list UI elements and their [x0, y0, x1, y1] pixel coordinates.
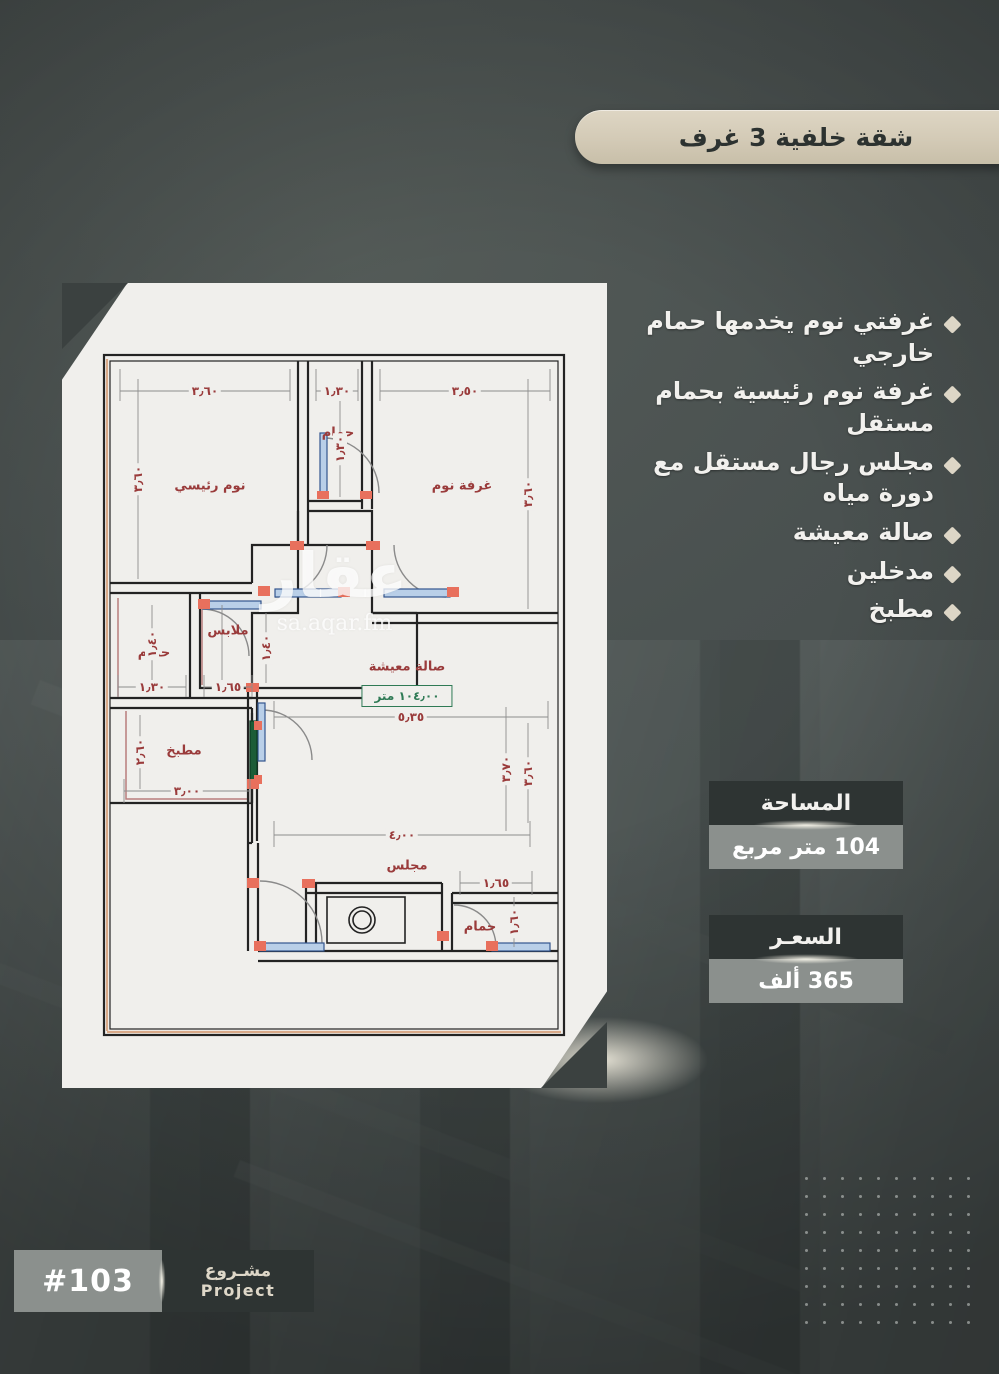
- dimension-label: ١٫٣٠: [320, 384, 354, 398]
- project-number: #103: [14, 1250, 167, 1312]
- living-area-tag: ١٠٤٫٠٠ متر: [361, 685, 453, 707]
- area-info-box: المساحة 104 متر مربع: [709, 781, 903, 869]
- feature-label: مطبخ: [868, 595, 934, 624]
- price-value: 365 ألف: [709, 959, 903, 1003]
- room-label-master-bedroom: نوم رئيسي: [174, 478, 246, 494]
- floor-plan-card[interactable]: عقار sa.aqar.fm نوم رئيسي حمام غرفة نوم …: [62, 283, 607, 1088]
- dimension-label: ١٫٣٠: [333, 432, 347, 466]
- bullet-diamond-icon: [943, 565, 962, 584]
- project-badge: #103 مشـروع Project: [14, 1250, 314, 1312]
- bullet-diamond-icon: [943, 456, 962, 475]
- list-item: صالة معيشة: [641, 517, 962, 549]
- list-item: مطبخ: [641, 594, 962, 626]
- feature-label: مدخلين: [846, 556, 934, 585]
- feature-label: غرفة نوم رئيسية بحمام مستقل: [655, 377, 934, 438]
- dimension-label: ١٫٤٠: [259, 631, 273, 665]
- bullet-diamond-icon: [943, 315, 962, 334]
- room-label-kitchen: مطبخ: [166, 743, 202, 759]
- bullet-diamond-icon: [943, 526, 962, 545]
- area-value: 104 متر مربع: [709, 825, 903, 869]
- dimension-label: ١٫٤٠: [145, 627, 159, 661]
- price-info-box: السعـر 365 ألف: [709, 915, 903, 1003]
- page-title: شقة خلفية 3 غرف: [575, 110, 999, 164]
- list-item: مجلس رجال مستقل مع دورة مياه: [641, 447, 962, 510]
- price-label: السعـر: [709, 915, 903, 959]
- list-item: غرفتي نوم يخدمها حمام خارجي: [641, 306, 962, 369]
- bullet-diamond-icon: [943, 603, 962, 623]
- room-label-bedroom: غرفة نوم: [431, 478, 493, 494]
- dimension-label: ١٫٦٥: [211, 680, 245, 694]
- feature-label: مجلس رجال مستقل مع دورة مياه: [653, 447, 934, 508]
- dimension-label: ٢٫٦٠: [133, 735, 147, 769]
- feature-label: صالة معيشة: [792, 518, 934, 547]
- feature-label: غرفتي نوم يخدمها حمام خارجي: [646, 307, 934, 367]
- dimension-label: ٣٫٥٠: [448, 384, 482, 398]
- room-label-wardrobe: ملابس: [207, 623, 249, 639]
- bullet-diamond-icon: [943, 385, 962, 405]
- room-label-living: صالة معيشة: [368, 659, 446, 675]
- dimension-label: ٣٫٦٠: [131, 462, 145, 496]
- floor-plan-drawing: [102, 353, 566, 1037]
- room-label-bath-bottom: حمام: [463, 919, 497, 935]
- decorative-dot-grid: [797, 1170, 977, 1332]
- dimension-label: ١٫٦٥: [479, 876, 513, 890]
- room-label-majlis: مجلس: [386, 858, 428, 874]
- dimension-label: ١٫٦٠: [507, 905, 521, 939]
- page-title-text: شقة خلفية 3 غرف: [678, 122, 914, 152]
- list-item: غرفة نوم رئيسية بحمام مستقل: [641, 376, 962, 439]
- dimension-label: ٤٫٠٠: [385, 828, 419, 842]
- dimension-label: ١٫٣٠: [135, 680, 169, 694]
- dimension-label: ٣٫٦٠: [521, 477, 535, 511]
- dimension-label: ٣٫٠٠: [170, 784, 204, 798]
- project-label-ar: مشـروع: [204, 1261, 272, 1282]
- list-item: مدخلين: [641, 556, 962, 588]
- features-list: غرفتي نوم يخدمها حمام خارجي غرفة نوم رئي…: [641, 306, 962, 633]
- dimension-label: ٣٫٦٠: [188, 384, 222, 398]
- dimension-label: ٣٫٧٠: [499, 752, 513, 786]
- project-label-en: Project: [200, 1280, 276, 1300]
- dimension-label: ٣٫٦٠: [521, 756, 535, 790]
- project-label: مشـروع Project: [162, 1250, 314, 1312]
- dimension-label: ٥٫٣٥: [394, 710, 428, 724]
- area-label: المساحة: [709, 781, 903, 825]
